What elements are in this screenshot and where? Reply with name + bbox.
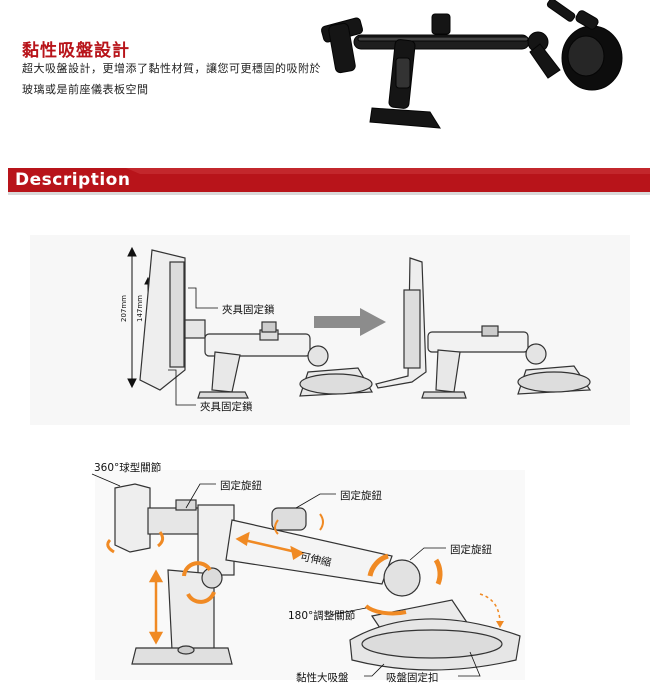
section-title: Description bbox=[15, 170, 131, 190]
dim-outer-label: 207mm bbox=[120, 295, 128, 322]
label-telescopic: 可伸縮 bbox=[298, 550, 333, 570]
label-knob-3: 固定旋鈕 bbox=[450, 544, 492, 556]
label-clamp-lock-lower: 夾具固定鎖 bbox=[200, 401, 253, 413]
page-title: 黏性吸盤設計 bbox=[22, 41, 130, 61]
label-knob-1: 固定旋鈕 bbox=[220, 480, 262, 492]
label-knob-2: 固定旋鈕 bbox=[340, 490, 382, 502]
dim-inner-label: 147mm bbox=[136, 295, 144, 322]
intro-text-line-2: 玻璃或是前座儀表板空間 bbox=[22, 83, 149, 96]
label-ball-joint: 360°球型關節 bbox=[94, 462, 162, 474]
intro-text-line-1: 超大吸盤設計，更增添了黏性材質，讓您可更穩固的吸附於 bbox=[22, 62, 321, 75]
label-suction-cup: 黏性大吸盤 bbox=[296, 672, 349, 684]
label-cup-lock: 吸盤固定扣 bbox=[386, 672, 439, 684]
label-clamp-lock-upper: 夾具固定鎖 bbox=[222, 304, 275, 316]
label-adjust-joint: 180°調整關節 bbox=[288, 610, 356, 622]
